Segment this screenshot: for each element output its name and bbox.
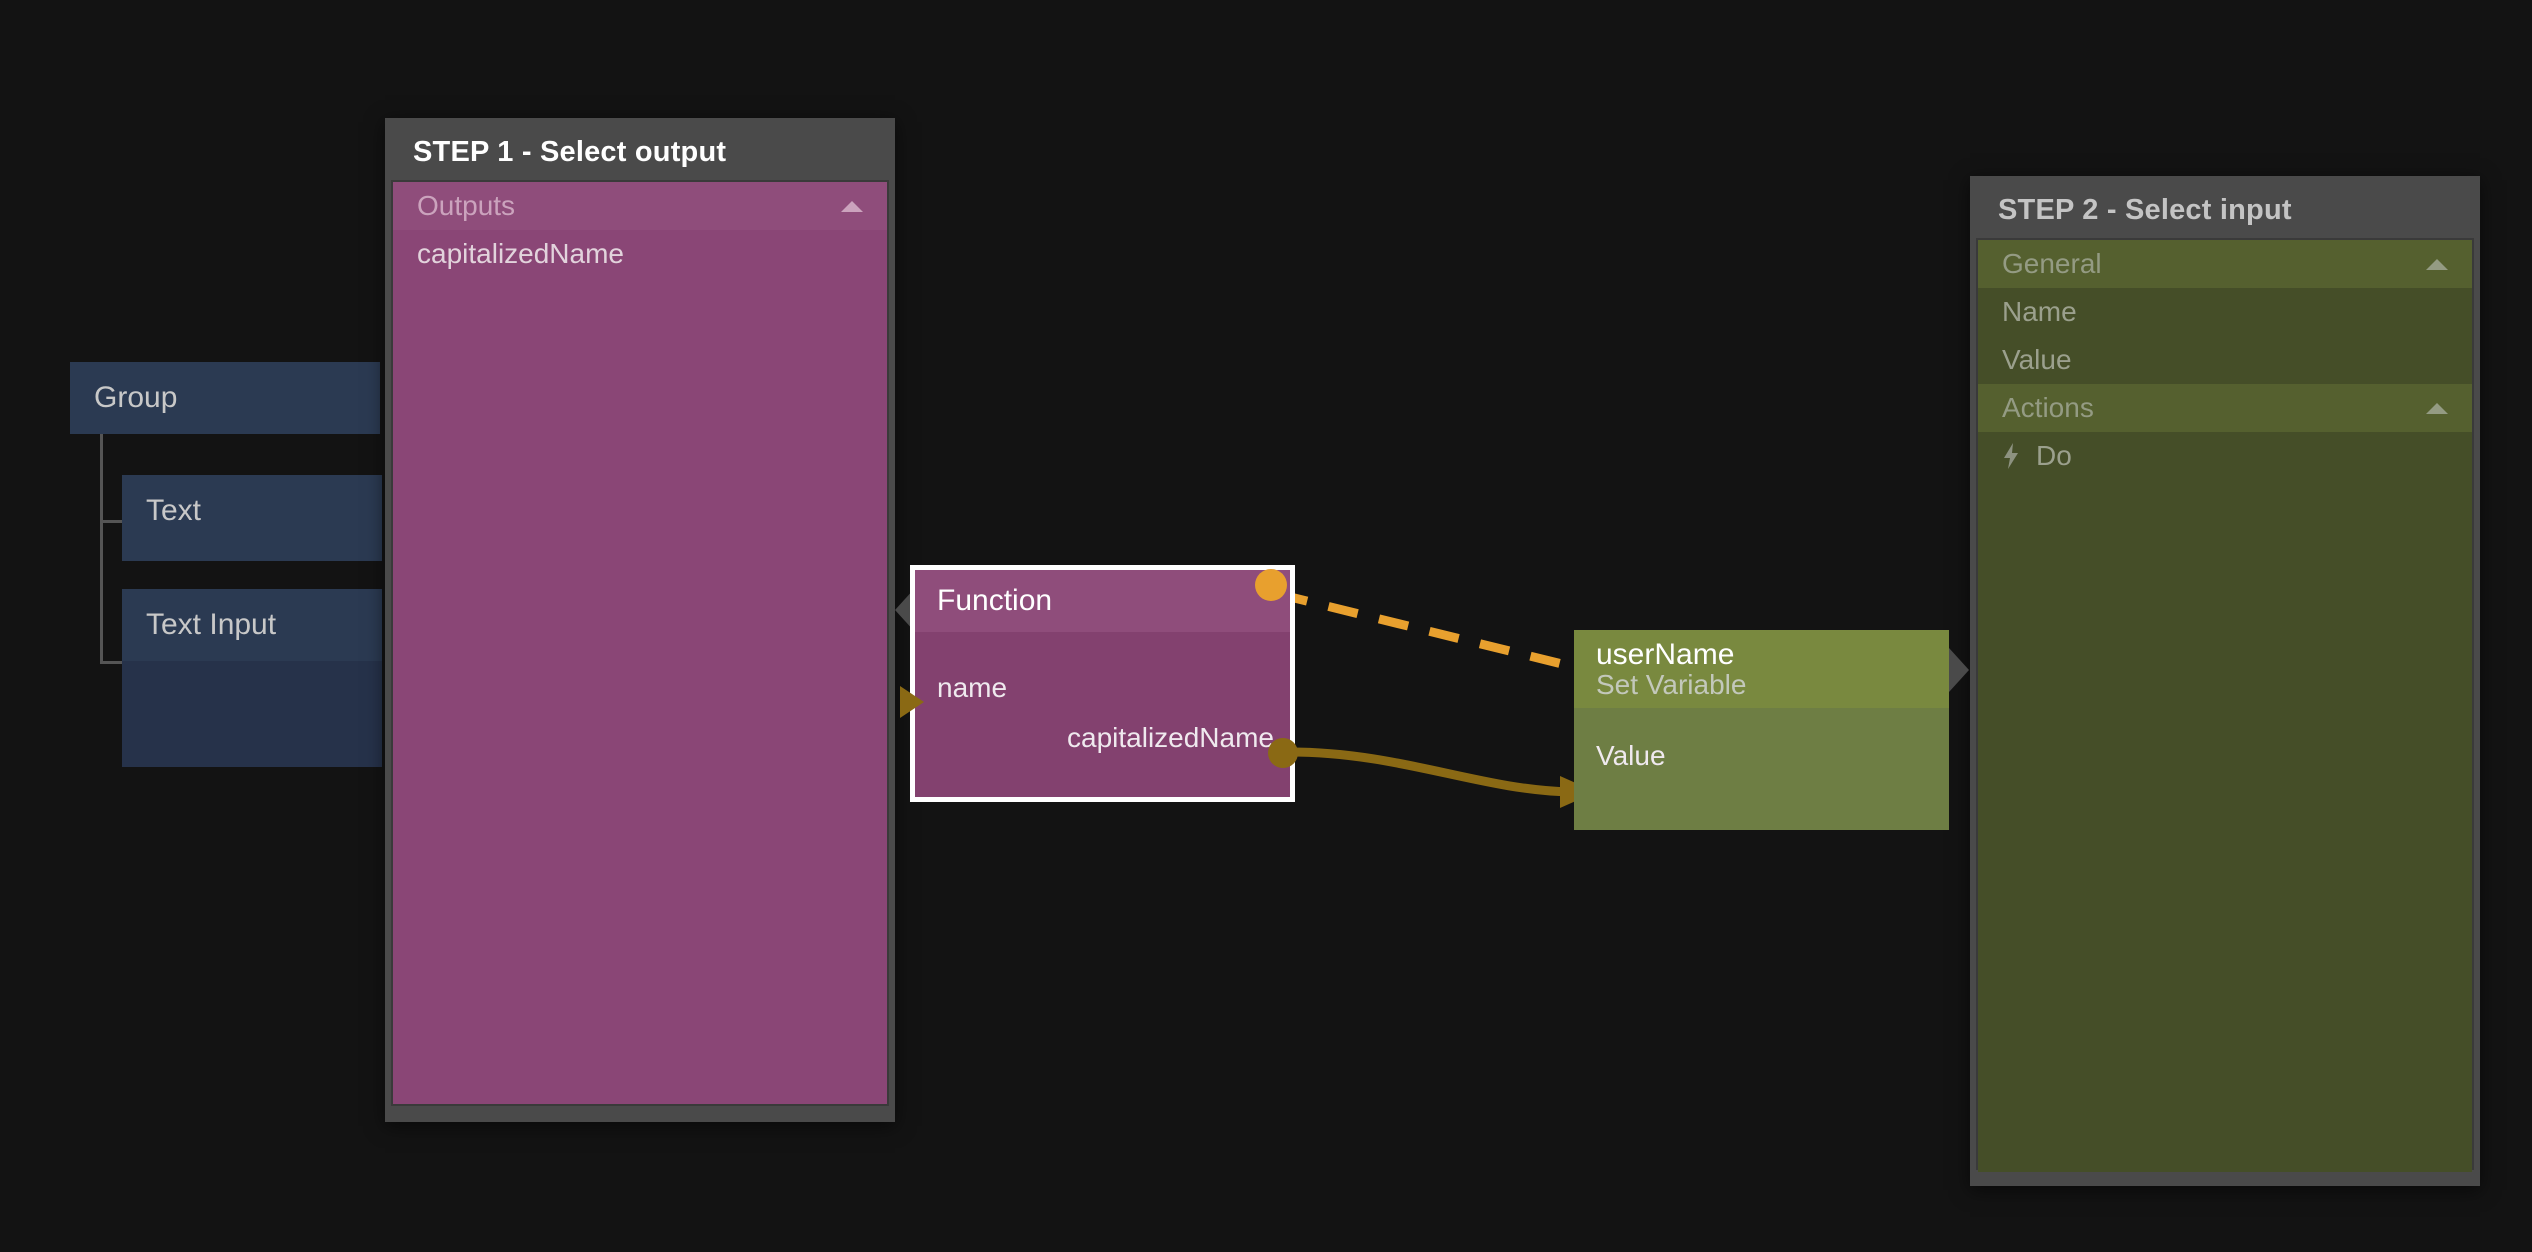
tree-node-group[interactable]: Group bbox=[70, 362, 380, 434]
tree-node-text-label: Text bbox=[122, 475, 382, 547]
node-set-variable[interactable]: userName Set Variable Value bbox=[1574, 630, 1949, 830]
function-flow-output-dot[interactable] bbox=[1255, 569, 1287, 601]
section-outputs-label: Outputs bbox=[417, 190, 516, 221]
node-function[interactable]: Function name capitalizedName bbox=[910, 565, 1295, 802]
step2-title: STEP 2 - Select input bbox=[1998, 193, 2292, 226]
tree-node-group-label: Group bbox=[70, 362, 380, 434]
port-capitalizedname-label[interactable]: capitalizedName bbox=[1067, 722, 1274, 753]
function-flow-input-triangle[interactable] bbox=[895, 588, 915, 632]
step1-body: Outputs capitalizedName bbox=[391, 180, 889, 1106]
list-item-do[interactable]: Do bbox=[1978, 432, 2472, 480]
node-set-variable-title: userName bbox=[1596, 637, 1735, 671]
chevron-up-icon[interactable] bbox=[2426, 402, 2448, 414]
step2-filler bbox=[1978, 480, 2472, 1172]
node-function-title: Function bbox=[937, 584, 1053, 618]
list-item-name[interactable]: Name bbox=[1978, 288, 2472, 336]
tree-connector-stub-textinput bbox=[100, 661, 124, 664]
setvariable-flow-output-triangle[interactable] bbox=[1949, 648, 1969, 692]
node-set-variable-body: Value bbox=[1574, 708, 1949, 830]
tree-node-text[interactable]: Text bbox=[122, 475, 382, 561]
port-name-label[interactable]: name bbox=[937, 672, 1008, 703]
list-item-capitalizedname-label: capitalizedName bbox=[417, 238, 624, 269]
list-item-value[interactable]: Value bbox=[1978, 336, 2472, 384]
section-header-general[interactable]: General bbox=[1978, 240, 2472, 288]
tree-connector-line bbox=[100, 434, 103, 664]
tree-node-text-input-label: Text Input bbox=[122, 589, 382, 661]
list-item-value-label: Value bbox=[2002, 344, 2072, 375]
port-value-label[interactable]: Value bbox=[1596, 740, 1666, 771]
function-data-input-arrow[interactable] bbox=[900, 686, 924, 718]
step1-panel[interactable]: STEP 1 - Select output Outputs capitaliz… bbox=[385, 118, 895, 1122]
tree-connector-stub-text bbox=[100, 520, 124, 523]
chevron-up-icon[interactable] bbox=[841, 200, 863, 212]
node-set-variable-header: userName Set Variable bbox=[1574, 630, 1949, 708]
section-general-label: General bbox=[2002, 248, 2102, 279]
section-header-actions[interactable]: Actions bbox=[1978, 384, 2472, 432]
tree-node-text-input[interactable]: Text Input bbox=[122, 589, 382, 767]
node-function-header: Function bbox=[915, 570, 1290, 632]
list-item-capitalizedname[interactable]: capitalizedName bbox=[393, 230, 887, 278]
node-set-variable-subtitle: Set Variable bbox=[1596, 669, 1747, 701]
function-data-output-dot[interactable] bbox=[1268, 738, 1298, 768]
step2-body: General Name Value Actions Do bbox=[1976, 238, 2474, 1172]
step2-header: STEP 2 - Select input bbox=[1976, 182, 2474, 238]
wire-data-solid bbox=[1289, 747, 1571, 797]
step1-title: STEP 1 - Select output bbox=[413, 135, 727, 168]
list-item-name-label: Name bbox=[2002, 296, 2077, 327]
step1-filler bbox=[393, 278, 887, 1104]
node-function-body: name capitalizedName bbox=[915, 632, 1290, 797]
section-actions-label: Actions bbox=[2002, 392, 2094, 423]
lightning-bolt-icon bbox=[2002, 443, 2020, 469]
list-item-do-label: Do bbox=[2036, 440, 2072, 471]
step2-panel[interactable]: STEP 2 - Select input General Name Value… bbox=[1970, 176, 2480, 1186]
chevron-up-icon[interactable] bbox=[2426, 258, 2448, 270]
step1-header: STEP 1 - Select output bbox=[391, 124, 889, 180]
section-header-outputs[interactable]: Outputs bbox=[393, 182, 887, 230]
tree-node-text-input-body bbox=[122, 661, 382, 767]
